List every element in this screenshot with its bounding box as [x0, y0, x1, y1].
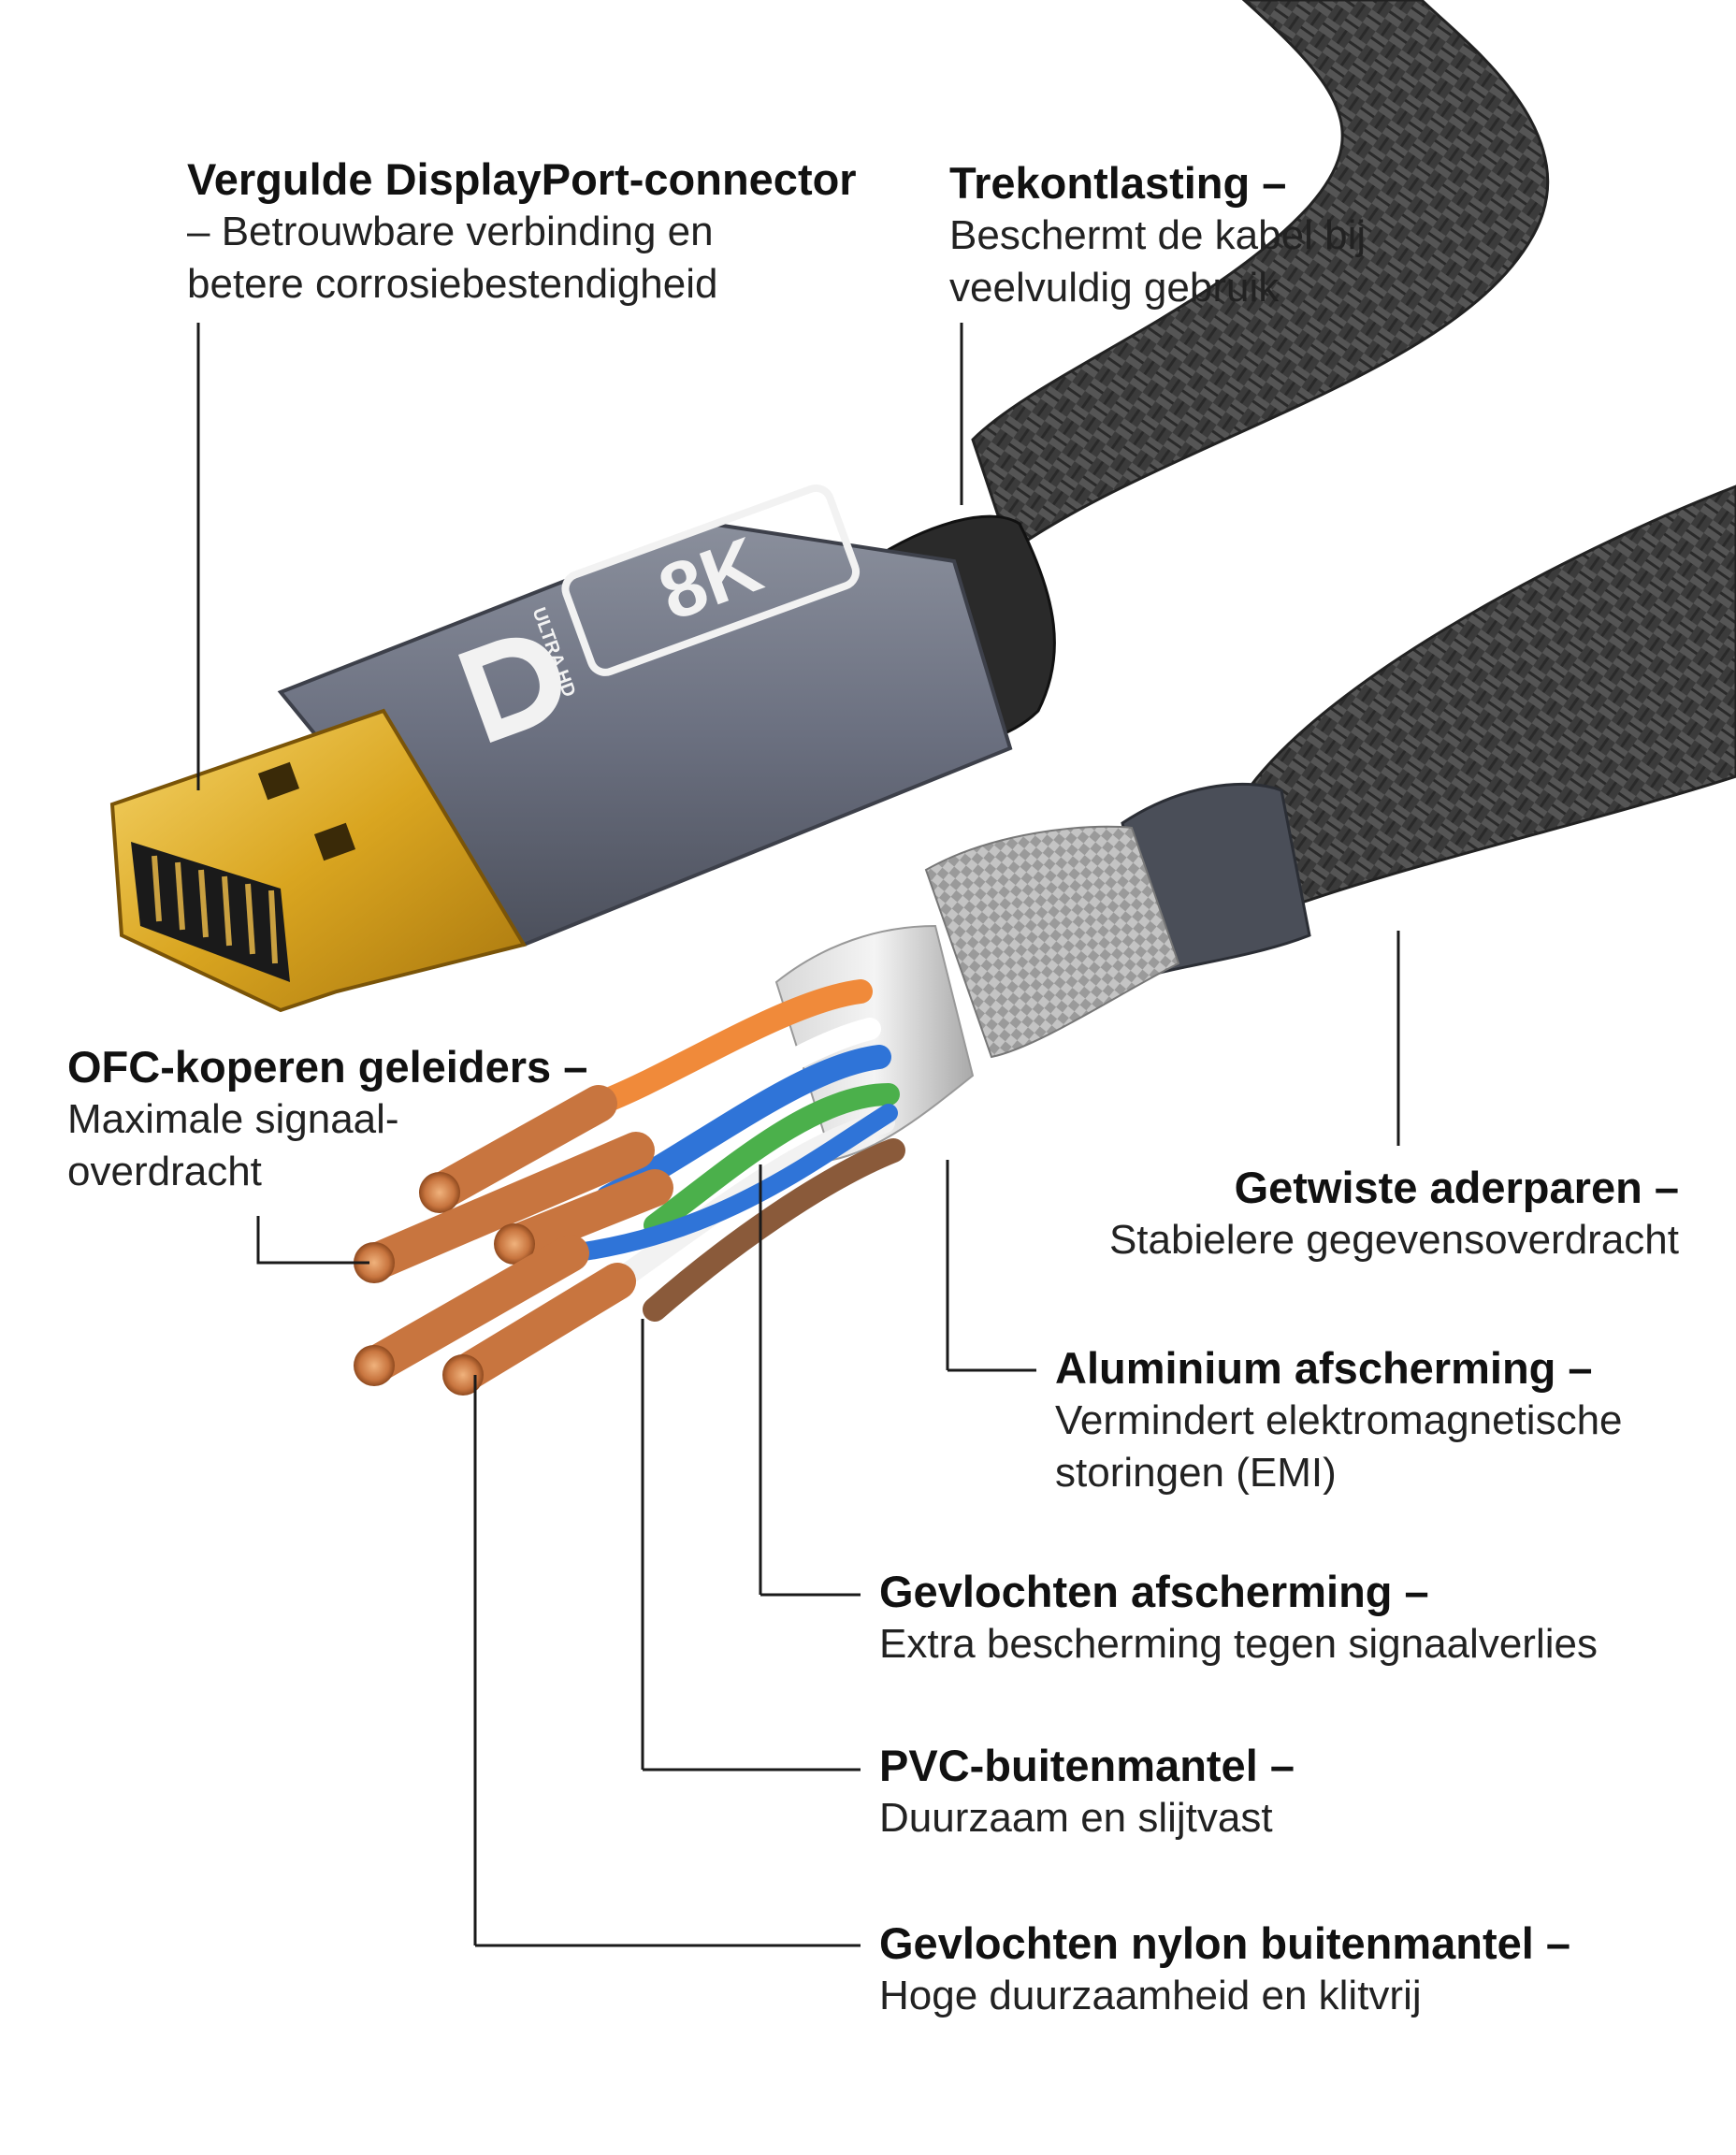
lower-cable — [1242, 485, 1736, 919]
callout-pvc-title: PVC-buitenmantel – — [879, 1741, 1295, 1790]
callout-pvc-jacket: PVC-buitenmantel – Duurzaam en slijtvast — [879, 1740, 1295, 1844]
callout-strain-desc-2: veelvuldig gebruik — [949, 265, 1280, 311]
callout-braid-desc-1: Extra bescherming tegen signaalverlies — [879, 1621, 1598, 1667]
callout-strain-relief: Trekontlasting – Beschermt de kabel bij … — [949, 157, 1366, 314]
callout-connector-desc-1: – Betrouwbare verbinding en — [187, 209, 714, 254]
metal-braid-shield — [924, 825, 1180, 1059]
callout-nylon-title: Gevlochten nylon buitenmantel – — [879, 1918, 1571, 1968]
callout-ofc-conductors: OFC-koperen geleiders – Maximale signaal… — [67, 1041, 587, 1198]
leader-lines — [196, 323, 1400, 1947]
callout-alu-desc-1: Vermindert elektromagnetische — [1055, 1397, 1623, 1443]
callout-nylon-jacket: Gevlochten nylon buitenmantel – Hoge duu… — [879, 1917, 1570, 2022]
callout-ofc-title: OFC-koperen geleiders – — [67, 1042, 588, 1092]
callout-twist-desc-1: Stabielere gegevensoverdracht — [1108, 1217, 1679, 1263]
pvc-ring — [1121, 782, 1311, 975]
callout-twist-title: Getwiste aderparen – — [1234, 1163, 1679, 1212]
callout-alu-desc-2: storingen (EMI) — [1055, 1450, 1337, 1496]
callout-braid-title: Gevlochten afscherming – — [879, 1567, 1429, 1616]
callout-strain-title: Trekontlasting – — [949, 158, 1287, 208]
callout-twisted-pairs: Getwiste aderparen – Stabielere gegevens… — [1066, 1162, 1679, 1266]
callout-strain-desc-1: Beschermt de kabel bij — [949, 212, 1367, 258]
callout-nylon-desc-1: Hoge duurzaamheid en klitvrij — [879, 1973, 1422, 2018]
upper-cable — [971, 0, 1550, 555]
callout-pvc-desc-1: Duurzaam en slijtvast — [879, 1795, 1273, 1841]
callout-connector-desc-2: betere corrosiebestendigheid — [187, 261, 718, 307]
callout-alu-title: Aluminium afscherming – — [1055, 1343, 1593, 1393]
displayport-logo — [458, 637, 561, 743]
callout-connector-title: Vergulde DisplayPort-connector — [187, 154, 857, 204]
copper-conductors — [354, 1085, 673, 1396]
callout-ofc-desc-2: overdracht — [67, 1149, 262, 1194]
callout-braided-shield: Gevlochten afscherming – Extra beschermi… — [879, 1566, 1598, 1670]
callout-aluminium-shield: Aluminium afscherming – Vermindert elekt… — [1055, 1342, 1623, 1499]
callout-connector: Vergulde DisplayPort-connector – Betrouw… — [187, 153, 857, 311]
callout-ofc-desc-1: Maximale signaal- — [67, 1096, 399, 1142]
